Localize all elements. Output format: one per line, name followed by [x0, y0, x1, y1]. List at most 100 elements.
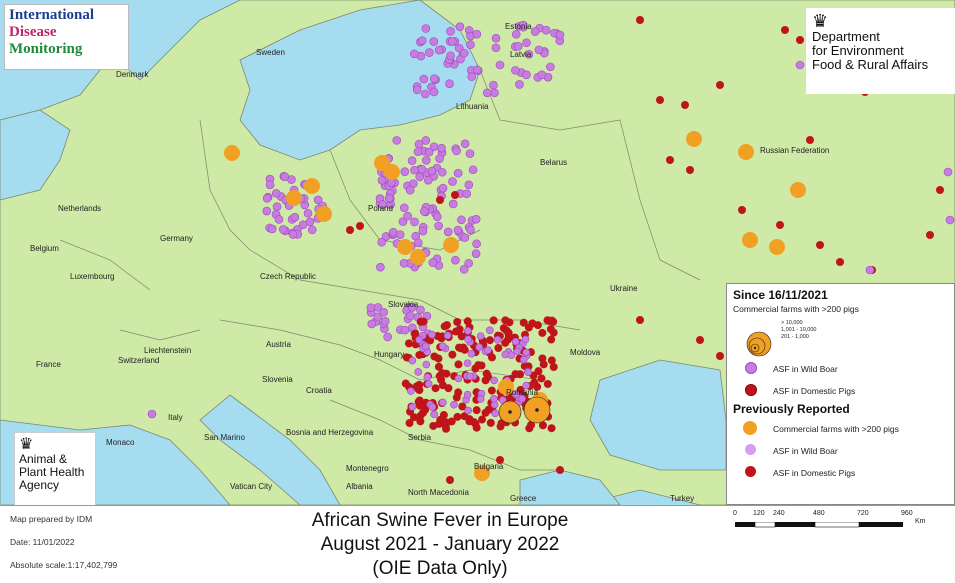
wild-boar-marker — [303, 209, 313, 218]
wild-boar-marker — [262, 194, 272, 203]
wild-boar-marker — [472, 239, 481, 249]
domestic-pig-marker — [716, 352, 724, 360]
country-label: Slovakia — [388, 300, 419, 309]
scale-tick-720: 720 — [857, 510, 869, 517]
wild-boar-marker — [466, 372, 474, 381]
wild-boar-marker — [541, 25, 551, 35]
wild-boar-marker — [437, 167, 447, 177]
defra-line3: Food & Rural Affairs — [812, 57, 929, 72]
domestic-pig-marker — [936, 186, 944, 194]
wild-boar-marker — [490, 395, 498, 403]
country-label: Hungary — [374, 350, 405, 359]
wild-boar-marker — [400, 167, 410, 176]
domestic-pig-marker — [543, 379, 552, 388]
wild-boar-marker — [482, 88, 492, 98]
wild-boar-marker — [472, 29, 482, 39]
domestic-pig-marker — [478, 415, 487, 424]
legend-prev-wild: ASF in Wild Boar — [733, 440, 948, 462]
wild-boar-marker — [945, 215, 955, 225]
wild-boar-marker — [462, 189, 472, 199]
domestic-pig-dot-icon — [745, 384, 757, 396]
wild-boar-marker — [377, 175, 387, 185]
scale-bar: 0 120 240 480 720 960 Km — [733, 510, 955, 540]
apha-line1: Animal & — [19, 452, 68, 466]
wild-boar-marker — [537, 70, 547, 80]
country-label: France — [36, 360, 61, 369]
legend-size-mid: 1,001 - 10,000 — [781, 327, 817, 333]
country-label: San Marino — [204, 433, 245, 442]
wild-boar-marker — [267, 224, 277, 234]
wild-boar-marker — [513, 347, 521, 356]
wild-boar-marker — [493, 335, 502, 344]
sea-north — [0, 109, 71, 201]
wild-boar-marker — [460, 233, 470, 242]
wild-boar-marker — [463, 390, 472, 399]
wild-boar-marker — [422, 342, 430, 351]
domestic-pig-marker — [469, 418, 478, 427]
royal-crest-icon: ♛ — [812, 11, 829, 31]
wild-boar-marker — [448, 177, 457, 186]
wild-boar-marker — [399, 203, 409, 213]
country-label: Germany — [160, 234, 193, 243]
domestic-pig-marker — [546, 325, 555, 334]
wild-boar-marker — [432, 212, 442, 222]
wild-boar-marker — [507, 351, 516, 359]
domestic-pig-marker — [435, 372, 444, 381]
scale-tick-0: 0 — [733, 510, 737, 517]
apha-line2: Plant Health — [19, 465, 85, 479]
wild-boar-marker — [290, 212, 300, 222]
wild-boar-marker — [398, 217, 408, 226]
domestic-pig-marker — [454, 388, 463, 397]
wild-boar-marker — [417, 164, 427, 174]
wild-boar-marker — [546, 62, 555, 72]
wild-boar-marker — [460, 139, 470, 149]
scale-tick-960: 960 — [901, 510, 913, 517]
commercial-farm-marker — [224, 145, 240, 161]
wild-boar-marker — [472, 65, 482, 75]
wild-boar-marker — [464, 327, 472, 335]
legend-size-large: > 10,000 — [781, 320, 803, 326]
domestic-pig-marker — [496, 456, 504, 464]
wild-boar-marker — [524, 368, 532, 376]
map-title-line3: (OIE Data Only) — [372, 558, 508, 579]
domestic-pig-marker — [533, 382, 542, 391]
defra-logo: ♛ Department for Environment Food & Rura… — [806, 8, 955, 94]
domestic-pig-marker — [547, 424, 556, 433]
wild-boar-marker — [457, 215, 466, 225]
sea-adriatic — [199, 394, 341, 505]
wild-boar-marker — [511, 390, 520, 398]
wild-boar-marker — [486, 326, 494, 335]
domestic-pig-marker — [836, 258, 844, 266]
country-label: Belgium — [30, 244, 59, 253]
wild-boar-marker — [366, 303, 376, 312]
scale-tick-480: 480 — [813, 510, 825, 517]
wild-boar-marker — [464, 180, 474, 190]
wild-boar-marker — [417, 36, 427, 45]
country-label: Albania — [346, 482, 373, 491]
wild-boar-marker — [399, 259, 409, 268]
wild-boar-marker — [438, 398, 447, 407]
domestic-pig-marker — [457, 332, 466, 341]
wild-boar-marker — [489, 80, 498, 90]
wild-boar-marker — [424, 147, 434, 157]
wild-boar-marker — [471, 249, 481, 258]
country-label: Luxembourg — [70, 272, 115, 281]
wild-boar-marker — [421, 156, 431, 165]
wild-boar-marker — [415, 172, 425, 182]
defra-line2: for Environment — [812, 43, 904, 58]
wild-boar-marker — [555, 30, 565, 40]
domestic-pig-marker — [409, 413, 418, 422]
domestic-pig-marker — [434, 362, 443, 371]
wild-boar-marker — [271, 188, 281, 198]
country-label: Bosnia and Herzegovina — [286, 428, 374, 437]
country-label: Croatia — [306, 386, 332, 395]
wild-boar-marker — [412, 85, 422, 95]
wild-boar-marker — [423, 175, 433, 185]
legend-prev-title: Previously Reported — [733, 402, 850, 416]
wild-boar-marker — [427, 166, 437, 176]
domestic-pig-marker — [455, 325, 464, 334]
commercial-farm-marker — [474, 465, 490, 481]
wild-boar-marker — [410, 165, 419, 175]
domestic-pig-marker — [463, 317, 472, 326]
